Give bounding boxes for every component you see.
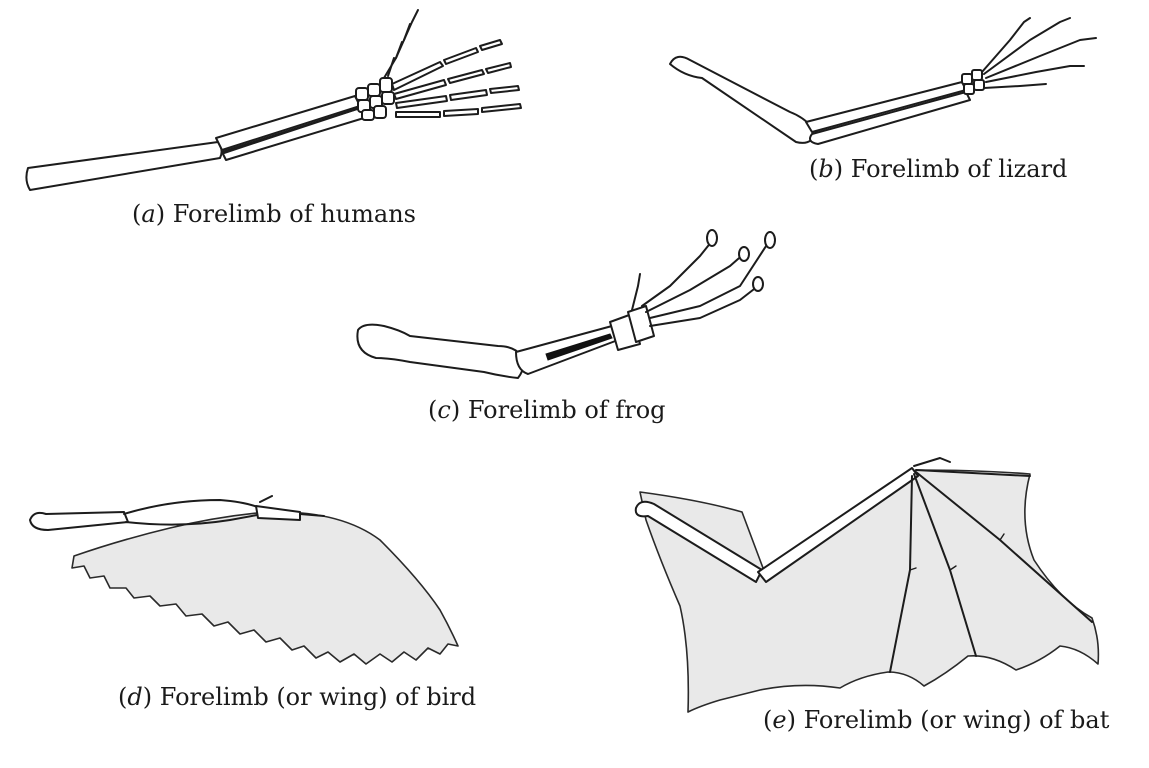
lizard-ulna (809, 91, 971, 145)
caption-bird: (d) Forelimb (or wing) of bird (118, 683, 477, 711)
frog-humerus (356, 323, 525, 379)
human-humerus (25, 141, 223, 191)
frog-carpals (609, 305, 655, 351)
bird-humerus (29, 511, 129, 531)
bird-carpometacarpus (255, 505, 301, 521)
human-digits (383, 9, 522, 118)
lizard-forelimb (669, 17, 1097, 145)
human-forearm-gap (223, 108, 358, 154)
frog-digits (631, 229, 776, 327)
caption-bat: (e) Forelimb (or wing) of bat (763, 706, 1110, 734)
frog-forelimb (356, 229, 776, 379)
human-forelimb (25, 9, 522, 191)
bird-feathers (71, 511, 459, 665)
bat-thumb (913, 457, 951, 467)
lizard-digits (981, 17, 1097, 89)
bird-ulna (125, 513, 263, 526)
bird-radius (123, 499, 261, 515)
caption-frog: (c) Forelimb of frog (428, 396, 666, 424)
bird-wing (29, 495, 459, 665)
caption-lizard: (b) Forelimb of lizard (809, 155, 1068, 183)
bat-forearm (757, 467, 919, 583)
bird-digit (259, 495, 325, 517)
bat-wing (634, 457, 1100, 713)
bat-digits (889, 469, 1093, 673)
human-carpals (355, 77, 395, 121)
lizard-humerus (669, 55, 817, 144)
bat-humerus (634, 500, 763, 583)
caption-human: (a) Forelimb of humans (132, 200, 416, 228)
lizard-carpals (961, 69, 985, 95)
frog-radioulna-groove (545, 333, 613, 361)
